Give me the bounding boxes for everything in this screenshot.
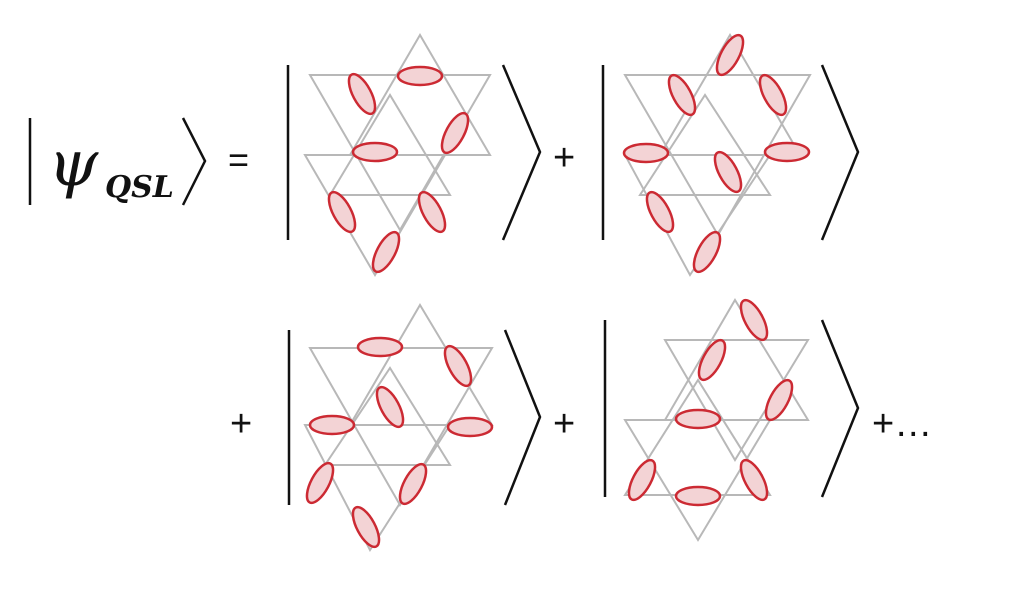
dimer-bond — [375, 385, 405, 429]
trailing-ellipsis: +… — [872, 403, 932, 445]
dimer-bond — [758, 73, 788, 117]
dimer-bonds-1 — [327, 65, 470, 274]
dimer-bond — [739, 298, 769, 342]
ket-angle — [820, 64, 860, 241]
dimer-bond — [440, 111, 470, 155]
dimer-bond — [417, 190, 447, 234]
dimer-bond — [327, 190, 357, 234]
dimer-bond — [674, 408, 722, 430]
dimer-bond — [356, 336, 404, 358]
dimer-bond — [351, 505, 381, 549]
lhs-ket: ψ QSL = — [28, 117, 249, 206]
psi-subscript: QSL — [105, 170, 174, 205]
dimer-bond — [739, 458, 769, 502]
ket-config-3 — [287, 303, 542, 552]
dimer-bond — [692, 230, 722, 274]
plus-sign: + — [553, 137, 575, 179]
dimer-bond — [351, 141, 399, 163]
dimer-bond — [446, 416, 494, 438]
dimer-bonds-2 — [622, 33, 811, 274]
dimer-bond — [622, 142, 670, 164]
dimer-bond — [371, 230, 401, 274]
dimer-bond — [763, 141, 811, 163]
ket-angle — [501, 64, 542, 241]
equals-sign: = — [228, 139, 249, 180]
dimer-bond — [347, 72, 377, 116]
dimer-bond — [697, 338, 727, 382]
dimer-bonds-3 — [305, 336, 494, 549]
ket-angle — [503, 329, 542, 506]
ket-config-4 — [603, 298, 860, 542]
lattice-triangle-up — [348, 303, 494, 426]
plus-sign: + — [553, 403, 575, 445]
ket-config-2 — [601, 33, 860, 277]
dimer-bond — [308, 414, 356, 436]
dimer-bond — [305, 461, 335, 505]
dimer-bond — [627, 458, 657, 502]
dimer-bond — [674, 485, 722, 507]
ket-angle — [181, 117, 207, 206]
dimer-bond — [443, 344, 473, 388]
plus-sign: + — [230, 403, 252, 445]
dimer-bond — [715, 33, 745, 77]
ket-config-1 — [286, 33, 542, 277]
dimer-bond — [396, 65, 444, 87]
dimer-bond — [398, 462, 428, 506]
dimer-bond — [764, 378, 794, 422]
dimer-bond — [713, 150, 743, 194]
dimer-bond — [667, 73, 697, 117]
lattice-triangle-lower-inv — [323, 366, 452, 466]
psi-symbol: ψ — [48, 127, 99, 201]
dimer-bonds-4 — [627, 298, 794, 507]
dimer-bond — [645, 190, 675, 234]
ket-angle — [820, 319, 860, 498]
lattice-triangle-lower-inv — [638, 93, 772, 196]
